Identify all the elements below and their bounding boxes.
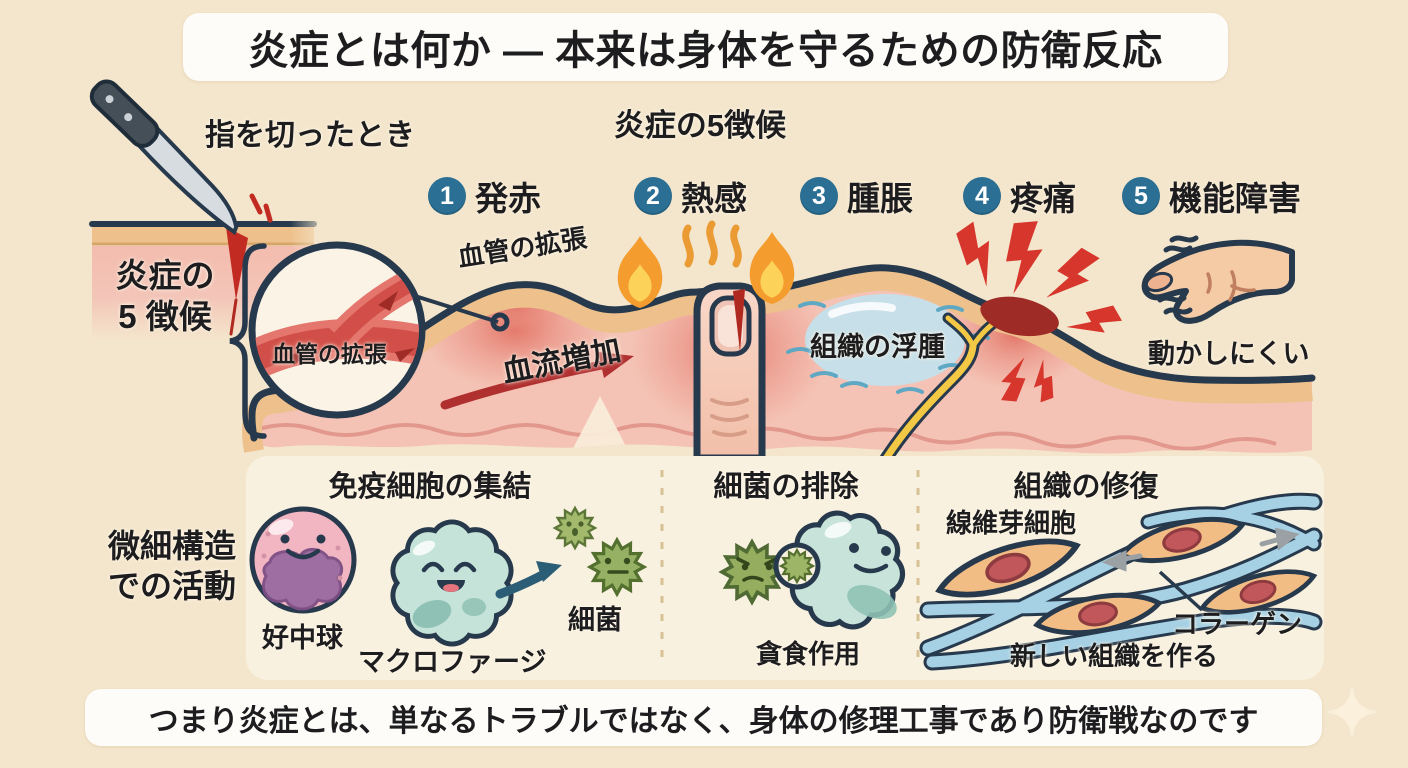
sign-item-5: 5 機能障害 [1122, 172, 1301, 220]
hard-to-move-label: 動かしにくい [1148, 339, 1310, 369]
sign-label-5: 機能障害 [1169, 180, 1301, 217]
macrophage-label: マクロファージ [358, 647, 547, 677]
footer-banner: つまり炎症とは、単なるトラブルではなく、身体の修理工事であり防衛戦なのです [85, 689, 1322, 746]
edema-region [786, 294, 990, 394]
stiff-finger-icon [1141, 235, 1295, 324]
collagen-pointer-line [1158, 570, 1204, 612]
sign-badge-1: 1 [428, 177, 466, 215]
recruit-arrow [495, 561, 562, 599]
wound-clot [980, 296, 1059, 337]
edema-label: 組織の浮腫 [810, 332, 945, 362]
migration-arrows [1101, 527, 1300, 572]
nail-cut [733, 289, 745, 352]
phagocytosis-label: 貪食作用 [756, 639, 861, 669]
sign-badge-4: 4 [963, 177, 1001, 215]
knife-icon [89, 79, 239, 236]
collagen-label: コラーゲン [1172, 609, 1303, 639]
panel3-title: 組織の修復 [1013, 471, 1159, 503]
five-signs-heading: 炎症の5徴候 [613, 108, 787, 143]
footer-message: つまり炎症とは、単なるトラブルではなく、身体の修理工事であり防衛戦なのです [148, 704, 1259, 738]
heat-waves-icon [682, 220, 742, 268]
sign-badge-5: 5 [1122, 177, 1160, 215]
trigger-label: 指を切ったとき [205, 119, 415, 152]
phagocytosis-illustration [720, 502, 912, 638]
callout-marker [490, 312, 510, 332]
neutrophil-label: 好中球 [262, 623, 343, 653]
title-banner: 炎症とは何か ― 本来は身体を守るための防衛反応 [183, 13, 1228, 81]
fibroblast-label: 線維芽細胞 [946, 508, 1077, 538]
shake-lines [1157, 235, 1199, 315]
sign-item-4: 4 疼痛 [963, 172, 1076, 220]
sign-label-1: 発赤 [475, 180, 541, 217]
micro-side-line1: 微細構造 [107, 528, 236, 564]
side-label-line2: 5 徴候 [118, 298, 212, 336]
micro-activity-panel [246, 456, 1324, 680]
sign-badge-2: 2 [634, 177, 672, 215]
vessel-magnifier-inset [248, 241, 510, 419]
sparkle-icon [1325, 685, 1379, 739]
sign-label-2: 熱感 [681, 180, 747, 217]
sign-label-4: 疼痛 [1010, 180, 1076, 217]
sign-item-2: 2 熱感 [634, 172, 747, 220]
five-signs-side-label: 炎症の 5 徴候 [95, 255, 235, 338]
neutrophil-illustration [249, 506, 357, 614]
macrophage-illustration [393, 522, 511, 644]
five-signs-brace [229, 243, 267, 439]
sign-label-3: 腫脹 [847, 180, 913, 217]
panel1-title: 免疫細胞の集結 [328, 471, 532, 503]
bacteria-icons [553, 506, 646, 596]
sign-item-1: 1 発赤 [428, 172, 541, 220]
cut-wound [226, 227, 248, 300]
vessel-inset-label: 血管の拡張 [272, 341, 387, 367]
flame-icon-left [617, 236, 663, 308]
page-title: 炎症とは何か ― 本来は身体を守るための防衛反応 [248, 29, 1163, 73]
flame-icon-right [749, 232, 795, 304]
finger-illustration [693, 282, 766, 462]
fibroblast-illustration [934, 509, 1319, 641]
panel2-title: 細菌の排除 [713, 471, 859, 503]
blood-flow-arrow [440, 352, 634, 410]
bacteria-label: 細菌 [568, 605, 622, 635]
side-label-line1: 炎症の [115, 257, 215, 294]
micro-side-label: 微細構造 での活動 [92, 526, 252, 606]
new-tissue-label: 新しい組織を作る [1010, 641, 1219, 671]
cut-spark-marks [249, 193, 273, 223]
sign-item-3: 3 腫脹 [800, 172, 913, 220]
micro-side-line2: での活動 [107, 568, 236, 604]
sign-badge-3: 3 [800, 177, 838, 215]
